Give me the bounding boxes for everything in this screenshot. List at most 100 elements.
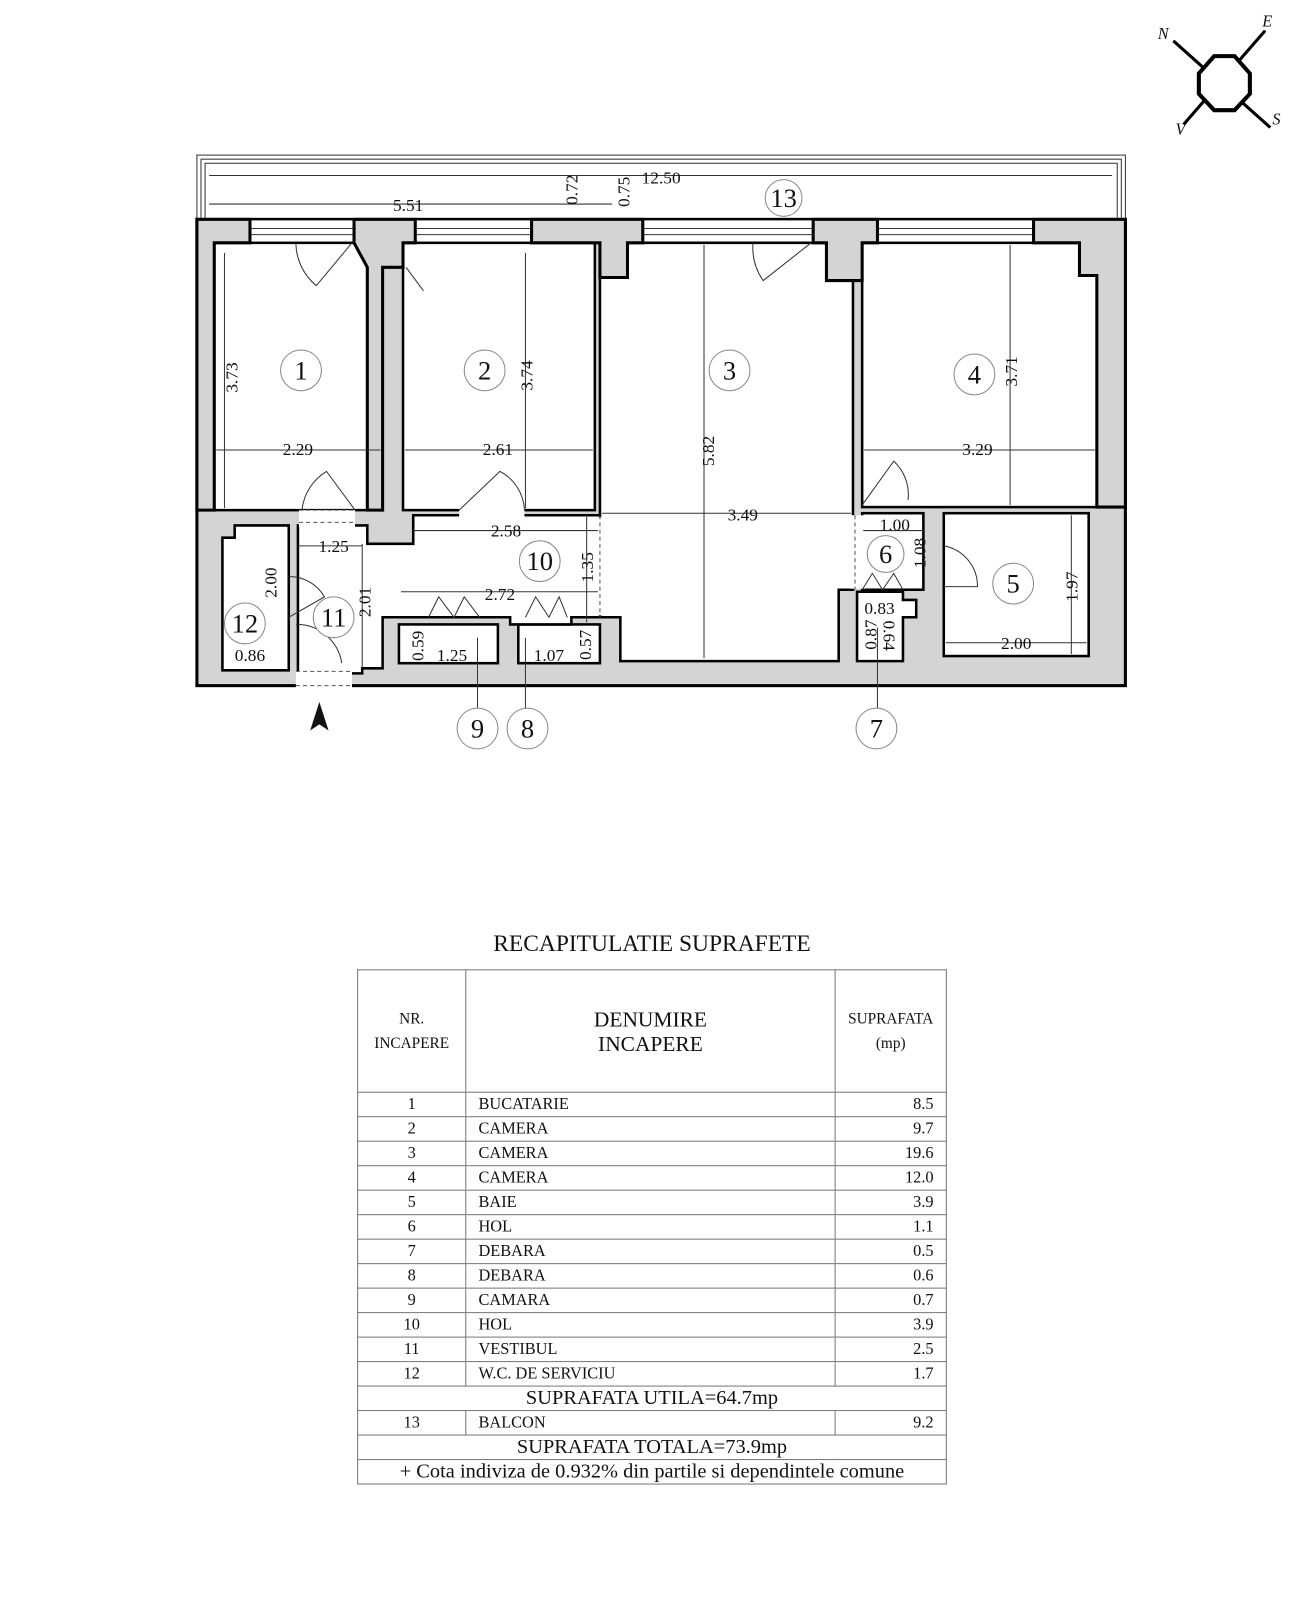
cell-nr: 2 xyxy=(357,1116,467,1142)
room-label-5: 5 xyxy=(1007,569,1020,599)
util-area-row: SUPRAFATA UTILA=64.7mp xyxy=(357,1385,947,1412)
dim-label: 0.57 xyxy=(576,629,595,660)
dim-label: 0.59 xyxy=(408,631,427,661)
dim-label: 1.25 xyxy=(437,646,467,665)
dim-label: 2.61 xyxy=(483,440,513,459)
cell-area: 0.5 xyxy=(834,1238,947,1265)
room-label-6: 6 xyxy=(879,539,892,569)
room-label-8: 8 xyxy=(521,713,534,743)
room-8 xyxy=(517,623,602,665)
cell-area: 19.6 xyxy=(834,1140,947,1167)
dim-label: 3.29 xyxy=(962,440,992,459)
floor-plan: N E S V xyxy=(195,12,1281,750)
cell-nr: 1 xyxy=(357,1091,467,1118)
cell-nr: 5 xyxy=(357,1189,467,1216)
room-label-4: 4 xyxy=(968,359,981,389)
dim-label: 2.29 xyxy=(283,440,313,459)
cell-name: DEBARA xyxy=(465,1263,836,1289)
compass-east: E xyxy=(1261,12,1272,31)
dim-label: 1.35 xyxy=(578,552,597,582)
dim-label: 1.08 xyxy=(910,538,929,568)
room-label-10: 10 xyxy=(526,546,553,576)
dim-label: 2.72 xyxy=(485,585,515,604)
cell-name: CAMERA xyxy=(465,1140,836,1167)
dim-label: 2.01 xyxy=(355,587,374,617)
cell-area: 9.7 xyxy=(834,1116,947,1142)
room-labels: 1 2 3 4 5 6 7 8 9 10 11 12 13 xyxy=(223,179,1035,750)
compass-icon: N E S V xyxy=(1157,12,1281,139)
room-label-2: 2 xyxy=(478,355,491,385)
cell-nr: 11 xyxy=(357,1336,467,1363)
room-label-9: 9 xyxy=(471,713,484,743)
room-7 xyxy=(855,590,918,663)
header-area: SUPRAFATA(mp) xyxy=(834,969,947,1093)
cell-name: HOL xyxy=(465,1214,836,1240)
cell-area: 3.9 xyxy=(834,1312,947,1338)
cell-nr: 9 xyxy=(357,1287,467,1314)
dim-label: 2.00 xyxy=(1001,634,1031,653)
cell-nr: 7 xyxy=(357,1238,467,1265)
cell-area: 2.5 xyxy=(834,1336,947,1363)
cell-area: 8.5 xyxy=(834,1091,947,1118)
cell-area: 12.0 xyxy=(834,1165,947,1191)
cell-name: W.C. DE SERVICIU xyxy=(465,1361,836,1387)
dim-label: 0.86 xyxy=(235,646,266,665)
dim-label: 12.50 xyxy=(642,169,681,188)
dim-label: 1.25 xyxy=(318,537,348,556)
dim-label: 2.00 xyxy=(262,567,281,597)
share-note-row: + Cota indiviza de 0.932% din partile si… xyxy=(357,1459,947,1485)
table-row: 13 BALCON 9.2 xyxy=(357,1410,947,1436)
cell-area: 1.1 xyxy=(834,1214,947,1240)
dimension-labels: 12.50 5.51 0.72 0.75 3.73 3.74 5.82 3.71… xyxy=(223,169,1082,666)
dim-label: 3.73 xyxy=(223,362,242,392)
room-label-13: 13 xyxy=(770,183,797,213)
compass-north: N xyxy=(1157,24,1170,43)
dim-label: 1.00 xyxy=(880,516,910,535)
cell-nr: 10 xyxy=(357,1312,467,1338)
dim-label: 3.71 xyxy=(1002,356,1021,386)
balcony-outline xyxy=(196,154,1126,228)
room-label-7: 7 xyxy=(870,713,883,743)
cell-name: BAIE xyxy=(465,1189,836,1216)
room-label-3: 3 xyxy=(723,355,736,385)
dim-label: 0.72 xyxy=(562,175,581,205)
cell-name: CAMARA xyxy=(465,1287,836,1314)
dim-label: 0.75 xyxy=(615,177,634,207)
cell-name: DEBARA xyxy=(465,1238,836,1265)
cell-name: CAMERA xyxy=(465,1116,836,1142)
room-3 xyxy=(598,241,855,663)
piers xyxy=(195,217,1127,512)
dim-label: 1.97 xyxy=(1062,571,1081,602)
compass-south: S xyxy=(1272,109,1280,128)
cell-area: 1.7 xyxy=(834,1361,947,1387)
header-nr: NR.INCAPERE xyxy=(357,969,467,1093)
cell-name: HOL xyxy=(465,1312,836,1338)
cell-nr: 4 xyxy=(357,1165,467,1191)
entrance-arrow-icon xyxy=(310,701,329,731)
cell-nr: 6 xyxy=(357,1214,467,1240)
cell-name: VESTIBUL xyxy=(465,1336,836,1363)
room-label-1: 1 xyxy=(294,355,307,385)
room-label-12: 12 xyxy=(232,608,259,638)
dim-label: 0.87 xyxy=(861,619,880,650)
compass-west: V xyxy=(1176,120,1188,139)
dim-label: 3.49 xyxy=(728,505,758,524)
dim-label: 0.64 xyxy=(880,620,899,651)
dim-label: 1.07 xyxy=(534,646,565,665)
doors xyxy=(288,242,978,688)
cell-area: 0.7 xyxy=(834,1287,947,1314)
cell-area: 0.6 xyxy=(834,1263,947,1289)
dim-label: 5.51 xyxy=(393,196,423,215)
dim-label: 0.83 xyxy=(864,599,894,618)
